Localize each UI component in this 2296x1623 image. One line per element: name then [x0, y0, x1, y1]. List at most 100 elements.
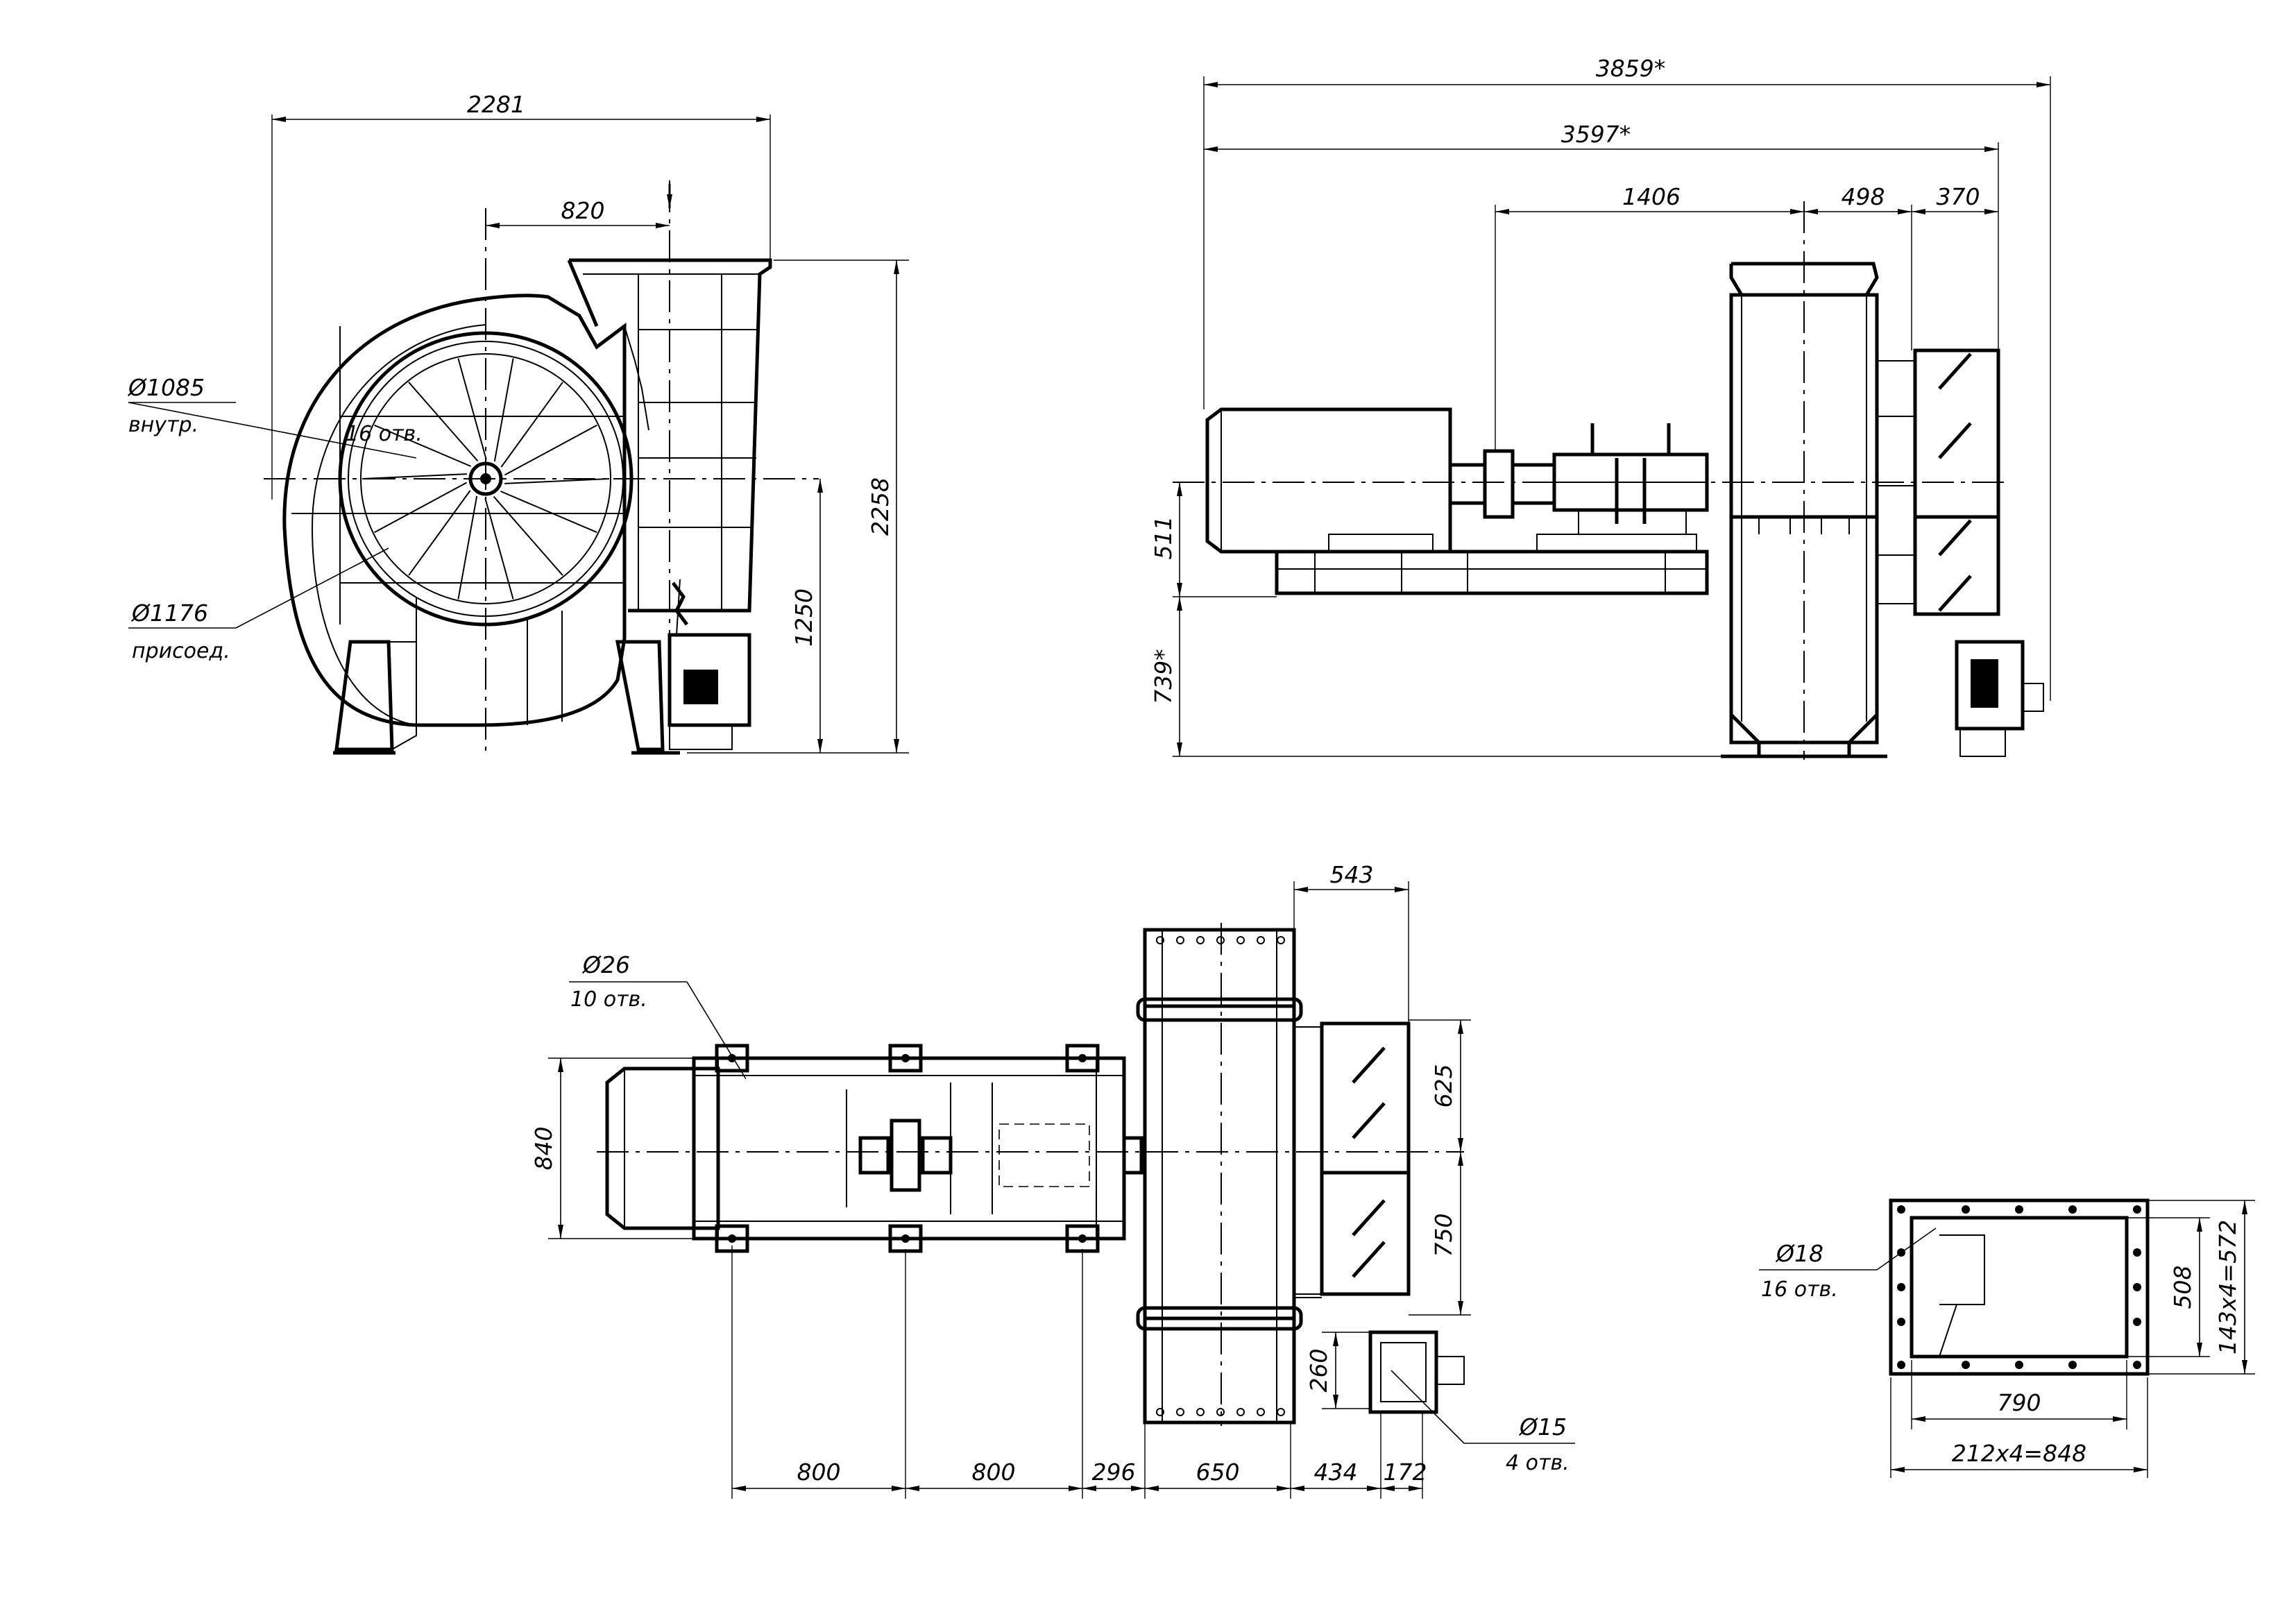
dim-260: 260: [1305, 1349, 1332, 1393]
flange-hole: [2068, 1205, 2077, 1214]
pad-hole: [901, 1054, 910, 1062]
impeller-blade: [457, 358, 487, 460]
flange-hole: [2133, 1318, 2141, 1326]
bolt-hole: [1156, 936, 1164, 944]
bolt-hole: [1277, 1408, 1285, 1416]
dim-370: 370: [1937, 183, 1980, 210]
dim-434: 434: [1314, 1459, 1358, 1486]
impeller-blade: [504, 478, 610, 484]
mounting-pad: [715, 1044, 749, 1073]
flange-view: 508 143x4=572 790 212x4=848 Ø18 16 отв.: [1759, 1198, 2255, 1478]
dim-543: 543: [1330, 861, 1374, 888]
plan-view: 840 543 625 750 260 800 800 296 650 434: [530, 861, 1575, 1499]
dim-625: 625: [1430, 1064, 1457, 1108]
front-view: 2281 820 2258 1250 Ø1085 внутр. 16 отв. …: [127, 91, 909, 756]
impeller-blade: [374, 482, 468, 534]
dim-739: 739*: [1150, 649, 1177, 704]
mounting-pad: [1065, 1044, 1100, 1073]
holes-callout: 16 отв.: [346, 422, 423, 446]
mounting-pads: [715, 1044, 1100, 1253]
impeller-blade: [500, 491, 597, 534]
dim-508: 508: [2169, 1266, 2196, 1309]
outlet-duct: [569, 258, 772, 613]
flange-bolt-holes: [1897, 1205, 2141, 1369]
dim-1250: 1250: [790, 588, 817, 647]
dim-2258: 2258: [867, 477, 894, 536]
right-support: [615, 640, 665, 751]
inner-diameter-label: Ø1085: [127, 374, 205, 401]
mounting-pad: [888, 1044, 923, 1073]
pad-hole: [1078, 1054, 1087, 1062]
flange-hole-diameter: Ø18: [1775, 1240, 1823, 1267]
dim-1406: 1406: [1622, 183, 1681, 210]
flange-hole: [2133, 1361, 2141, 1369]
flange-inner: [1910, 1216, 2129, 1359]
dim-172: 172: [1384, 1459, 1427, 1486]
flange-outer: [1889, 1198, 2150, 1376]
plan-casing: [1143, 928, 1296, 1425]
bolt-hole: [1257, 1408, 1265, 1416]
impeller-blade: [493, 358, 514, 462]
impeller-blade: [493, 495, 563, 576]
impeller-blade: [362, 473, 467, 479]
bolt-hole: [1257, 936, 1265, 944]
fan-casing: [282, 294, 627, 727]
side-view: 3859* 3597* 1406 498 370 511 739*: [1150, 55, 2051, 760]
pad-hole: [1078, 1234, 1087, 1243]
left-support: [334, 640, 394, 751]
dim-572: 143x4=572: [2214, 1220, 2241, 1354]
dim-511: 511: [1150, 516, 1177, 560]
flange-hole: [1897, 1361, 1905, 1369]
bolt-hole: [1277, 936, 1285, 944]
impeller: [362, 358, 610, 600]
small-hole-count: 4 отв.: [1506, 1451, 1570, 1475]
dim-840: 840: [530, 1127, 557, 1171]
impeller-blade: [504, 424, 597, 476]
bolt-hole: [1196, 936, 1205, 944]
flange-hole: [2133, 1205, 2141, 1214]
dim-790: 790: [1998, 1389, 2041, 1416]
small-hole-diameter: Ø15: [1518, 1413, 1567, 1441]
dim-650: 650: [1196, 1459, 1240, 1486]
flange-hole: [1897, 1205, 1905, 1214]
bolt-hole: [1196, 1408, 1205, 1416]
impeller-blade: [408, 382, 479, 462]
flange-hole: [1962, 1205, 1970, 1214]
impeller-blade: [374, 424, 471, 467]
connection-note: присоед.: [132, 639, 230, 663]
pad-hole: [901, 1234, 910, 1243]
dim-296: 296: [1092, 1459, 1136, 1486]
bolt-hole: [1236, 936, 1245, 944]
flange-hole: [2133, 1283, 2141, 1291]
impeller-blade: [457, 495, 478, 600]
flange-hole: [2068, 1361, 2077, 1369]
flange-hole: [1962, 1361, 1970, 1369]
impeller-blade: [500, 382, 563, 468]
dim-3859: 3859*: [1596, 55, 1665, 82]
flange-hole: [1897, 1283, 1905, 1291]
dim-498: 498: [1842, 183, 1885, 210]
dim-750: 750: [1430, 1214, 1457, 1257]
flange-hole: [2133, 1248, 2141, 1257]
dim-800-b: 800: [972, 1459, 1016, 1486]
flange-hole: [2015, 1361, 2023, 1369]
connection-diameter-label: Ø1176: [130, 600, 208, 627]
dim-848: 212x4=848: [1952, 1440, 2086, 1467]
bolt-hole: [1176, 1408, 1184, 1416]
dim-2281: 2281: [467, 91, 525, 118]
casing-bolt-holes: [1156, 936, 1285, 1416]
motor-base: [1275, 550, 1709, 595]
dim-3597: 3597*: [1561, 121, 1631, 148]
plan-inlet-box: [1320, 1021, 1411, 1296]
flange-hole: [1897, 1318, 1905, 1326]
impeller-blade: [408, 490, 471, 576]
plan-hole-diameter: Ø26: [581, 951, 630, 978]
motor: [1205, 407, 1452, 554]
bolt-hole: [1236, 1408, 1245, 1416]
flange-hole: [2015, 1205, 2023, 1214]
dim-820: 820: [561, 197, 605, 224]
dim-800-a: 800: [797, 1459, 841, 1486]
coupling: [1483, 449, 1515, 519]
plan-coupling: [890, 1119, 921, 1192]
